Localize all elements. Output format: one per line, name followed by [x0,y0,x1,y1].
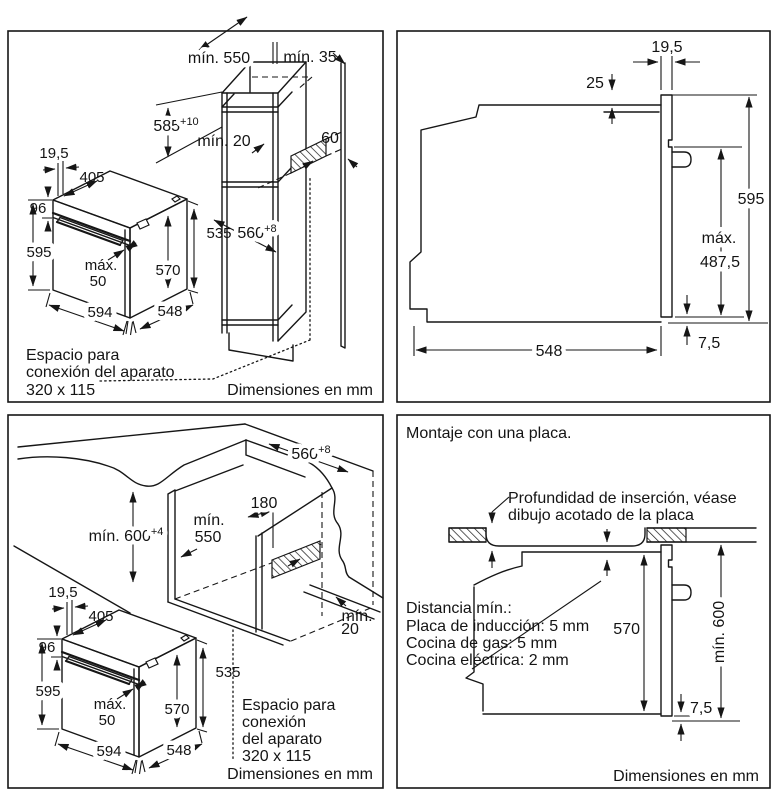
oven-handle-profile [671,151,692,168]
connection-note-line: Espacio para [242,697,335,714]
dim-worktop-height: mín. 600+4 [89,526,164,545]
dim-top-depth: 405 [88,608,113,625]
dim-height: 595 [738,191,765,208]
dim-max-1: máx. [702,230,737,247]
dim-min-rear: mín. 20 [197,133,250,150]
dim-height: 595 [35,683,60,700]
connection-note-line: Espacio para [26,347,119,364]
dim-min-rear-2: 20 [341,621,359,638]
panel-border [396,30,771,403]
dim-side-height: 535 [206,225,231,242]
vent-hatch [290,138,327,174]
panel-border [7,30,384,403]
connection-note-line: 320 x 115 [26,382,95,399]
hob-note-line: dibujo acotado de la placa [508,507,694,524]
worktop-cabinet-drawing [13,423,384,761]
dim-max-2: 487,5 [700,254,740,271]
dim-min-rear-1: mín. [341,608,372,625]
panel-under-counter: 560+8 180 mín. 600+4 mín. 550 mín. 20 19… [7,414,384,789]
worktop-hatch-right [646,527,687,543]
dim-height: 595 [26,244,51,261]
dim-door-top: 19,5 [48,584,77,601]
hob-note-line: Profundidad de inserción, véase [508,490,737,507]
dim-min-depth-2: 550 [195,529,222,546]
oven-door-profile [660,544,673,717]
dim-inner-height: 570 [164,701,189,718]
hob-section-drawing [448,496,757,741]
dim-side-height: 535 [215,664,240,681]
dim-min-depth: mín. 550 [188,50,250,67]
dim-min-side: mín. 35 [283,49,336,66]
dim-handle-max-2: 50 [90,273,107,290]
oven-door-profile [660,94,673,318]
tall-cabinet-drawing [99,16,359,382]
dim-min-depth-1: mín. [193,512,224,529]
dim-inner-height: 570 [155,262,180,279]
oven-side-profile [409,56,768,356]
panel-built-in-column: mín. 550 mín. 35 585+10 mín. 20 60 560+8… [7,16,384,403]
hob-tub-profile [485,527,646,547]
clearance-note-line: Cocina de gas: 5 mm [406,635,557,652]
dim-width: 594 [87,304,112,321]
units-footer: Dimensiones en mm [227,766,373,783]
dim-top-depth: 405 [79,169,104,186]
worktop-hatch-left [448,527,487,543]
clearance-note-line: Cocina eléctrica: 2 mm [406,652,569,669]
connection-note-line: conexión del aparato [26,364,175,381]
clearance-note-line: Distancia mín.: [406,600,512,617]
dim-panel-height: 96 [39,639,56,656]
dim-panel-height: 96 [30,200,47,217]
dim-handle-max-1: máx. [85,257,118,274]
dim-bottom-gap: 7,5 [690,700,712,717]
connection-note-line: conexión [242,714,306,731]
dim-top-offset: 25 [586,75,604,92]
units-footer: Dimensiones en mm [613,768,759,785]
dim-width: 594 [96,743,121,760]
dim-min-total: mín. 600 [711,601,728,663]
dim-door-top: 19,5 [651,39,682,56]
units-footer: Dimensiones en mm [227,382,373,399]
dim-depth: 548 [157,303,182,320]
dim-handle-max-1: máx. [94,696,127,713]
oven-handle-profile [671,584,692,601]
dim-depth: 548 [536,343,563,360]
panel-border [396,414,771,789]
dim-bottom-gap: 7,5 [698,335,720,352]
dim-vent: 60 [321,130,339,147]
dim-door-top: 19,5 [39,145,68,162]
dim-handle-max-2: 50 [99,712,116,729]
connection-note-line: del aparato [242,731,322,748]
clearance-note-line: Placa de inducción: 5 mm [406,618,589,635]
connection-note-line: 320 x 115 [242,748,311,765]
dim-oven-height: 570 [613,621,640,638]
panel-hob-mounting: Montaje con una placa. Profundidad de in… [396,414,771,789]
panel-title: Montaje con una placa. [406,425,571,442]
panel-side-section: 19,5 25 595 máx. 487,5 7,5 548 [396,30,771,403]
dim-depth: 548 [166,742,191,759]
dim-vent-offset: 180 [251,495,278,512]
